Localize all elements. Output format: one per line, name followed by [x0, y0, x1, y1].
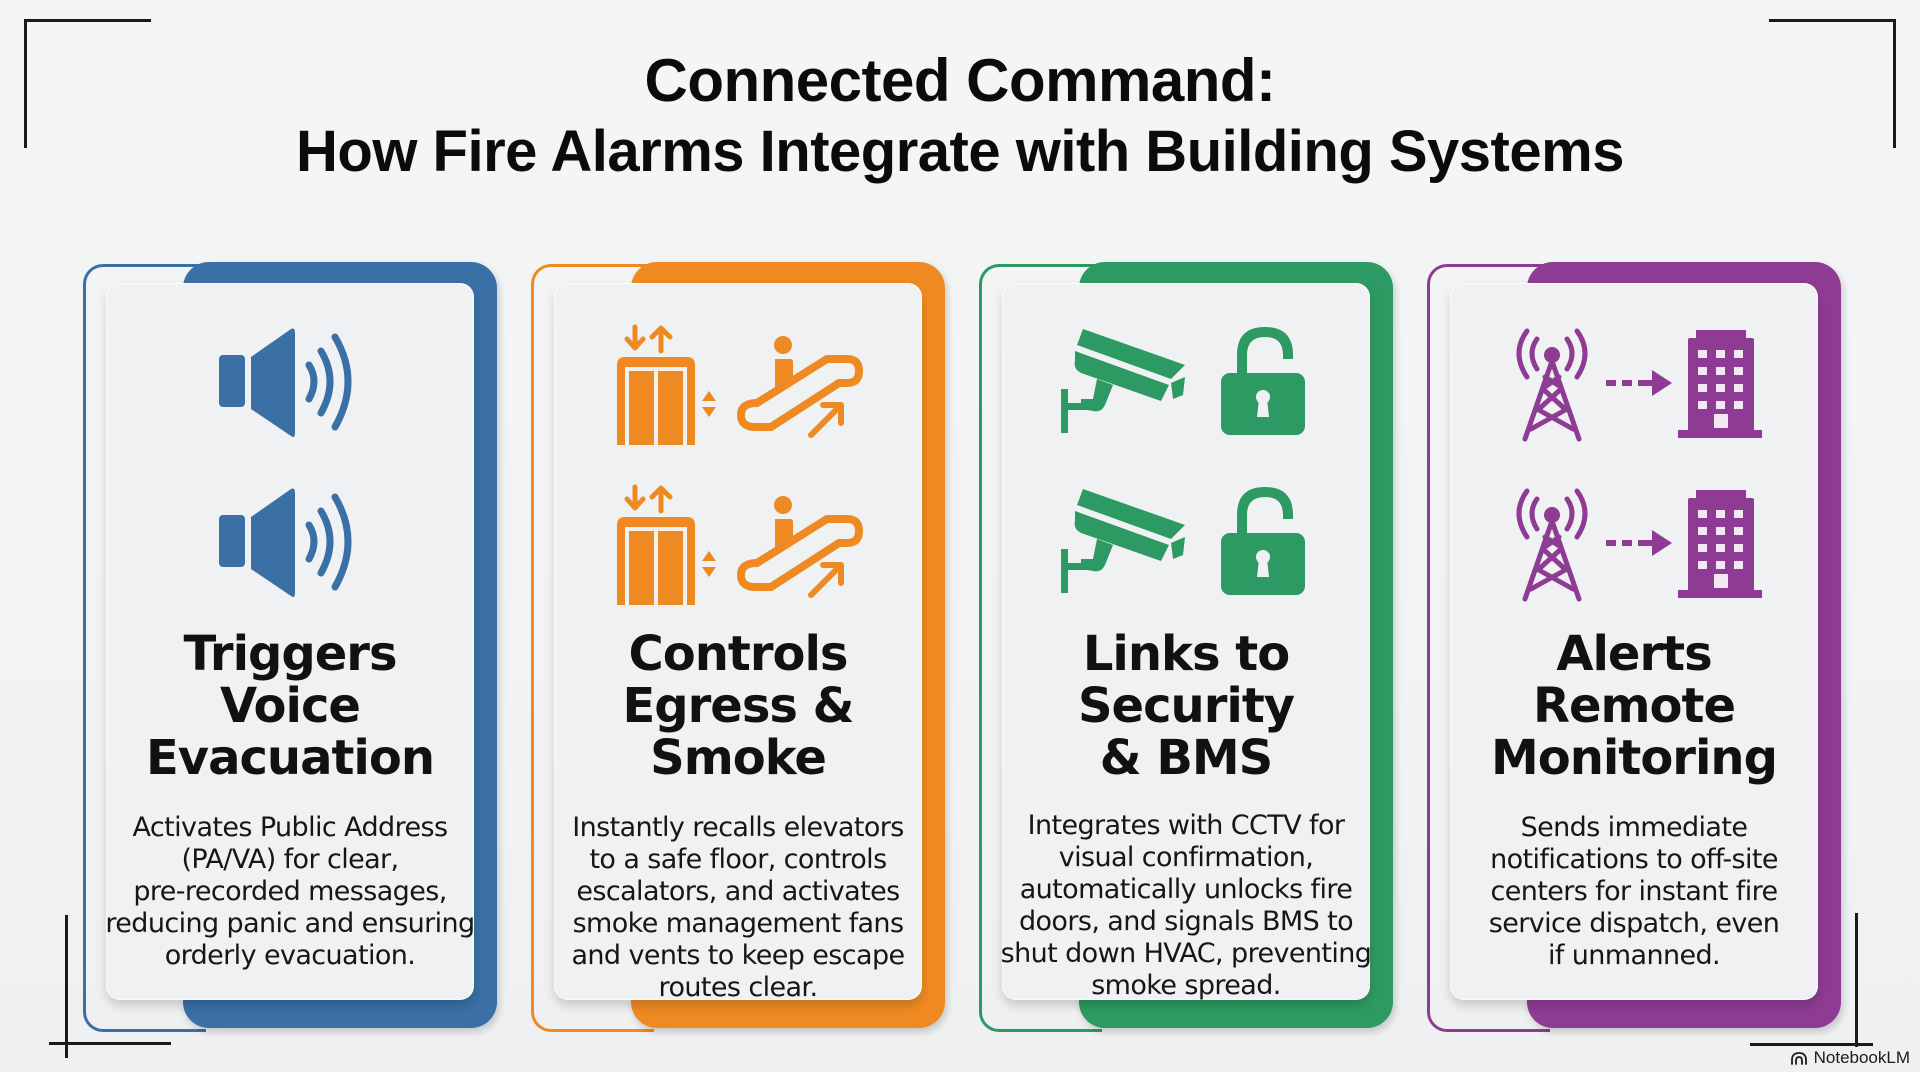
card-egress-smoke: Controls Egress & Smoke Instantly recall… — [531, 262, 951, 1032]
card-heading-line: Triggers — [183, 626, 397, 682]
card-heading-line: Egress & — [622, 678, 854, 734]
card-description-line: escalators, and activates — [576, 876, 900, 907]
card-description-line: automatically unlocks fire — [1019, 874, 1353, 905]
card-heading-line: Monitoring — [1491, 730, 1778, 786]
corner-bracket-top-left-v — [24, 19, 27, 148]
elevator-icon — [617, 324, 716, 445]
office-building-icon — [1678, 489, 1762, 598]
card-accent-frame — [531, 264, 654, 1032]
card-description-line: doors, and signals BMS to — [1018, 906, 1354, 937]
card-description-line: to a safe floor, controls — [589, 844, 887, 875]
icon-row — [554, 323, 922, 448]
card-description: Instantly recalls elevators to a safe fl… — [550, 812, 926, 1004]
card-description: Integrates with CCTV for visual confirma… — [998, 810, 1374, 1002]
icon-row — [106, 483, 474, 603]
corner-bracket-bottom-right-v — [1855, 913, 1858, 1047]
card-description-line: visual confirmation, — [1058, 842, 1314, 873]
radio-tower-icon — [1516, 488, 1588, 602]
card-description-line: shut down HVAC, preventing — [1000, 938, 1372, 969]
card-heading-line: Security — [1077, 678, 1295, 734]
icon-row — [1002, 483, 1370, 598]
notebooklm-logo-icon — [1790, 1052, 1807, 1065]
card-description: Sends immediate notifications to off-sit… — [1446, 812, 1822, 972]
card-description-line: and vents to keep escape — [571, 940, 905, 971]
card-description-line: if unmanned. — [1547, 940, 1721, 971]
card-description-line: centers for instant fire — [1490, 876, 1778, 907]
escalator-icon — [737, 335, 863, 438]
card-description-line: service dispatch, even — [1488, 908, 1780, 939]
icon-row — [1450, 323, 1818, 443]
card-description-line: pre-recorded messages, — [133, 876, 447, 907]
card-heading: Alerts Remote Monitoring — [1450, 628, 1818, 784]
card-accent-frame — [83, 264, 206, 1032]
cctv-camera-icon — [1061, 489, 1185, 593]
card-heading: Controls Egress & Smoke — [554, 628, 922, 784]
card-body: Links to Security & BMS Integrates with … — [1001, 283, 1372, 1001]
card-description-line: reducing panic and ensuring — [105, 908, 475, 939]
corner-bracket-top-right-h — [1769, 19, 1896, 22]
card-description-line: routes clear. — [658, 972, 819, 1003]
card-description-line: Sends immediate — [1520, 812, 1748, 843]
card-voice-evacuation: Triggers Voice Evacuation Activates Publ… — [83, 262, 503, 1032]
escalator-icon — [737, 495, 863, 598]
card-heading-line: Alerts — [1556, 626, 1712, 682]
notebooklm-branding: NotebookLM — [1790, 1048, 1910, 1068]
icon-row — [106, 323, 474, 443]
card-description-line: smoke spread. — [1091, 970, 1281, 1001]
icon-row — [1002, 323, 1370, 438]
office-building-icon — [1678, 329, 1762, 438]
card-heading-line: Remote — [1532, 678, 1736, 734]
card-body: Controls Egress & Smoke Instantly recall… — [554, 283, 922, 1003]
card-description-line: notifications to off-site — [1490, 844, 1778, 875]
card-description-line: smoke management fans — [572, 908, 904, 939]
card-description: Activates Public Address (PA/VA) for cle… — [102, 812, 478, 972]
card-heading-line: Evacuation — [145, 730, 435, 786]
card-accent-frame — [979, 264, 1102, 1032]
speaker-icon — [219, 488, 352, 597]
unlocked-padlock-icon — [1221, 487, 1305, 595]
card-heading-line: Links to — [1082, 626, 1290, 682]
corner-bracket-top-right-v — [1893, 19, 1896, 148]
unlocked-padlock-icon — [1221, 327, 1305, 435]
dashed-arrow-icon — [1606, 530, 1672, 556]
card-description-line: (PA/VA) for clear, — [181, 844, 399, 875]
dashed-arrow-icon — [1606, 370, 1672, 396]
card-heading-line: Smoke — [650, 730, 827, 786]
card-description-line: orderly evacuation. — [164, 940, 416, 971]
card-heading-line: & BMS — [1099, 730, 1274, 786]
elevator-icon — [617, 484, 716, 605]
brand-label: NotebookLM — [1813, 1048, 1910, 1067]
corner-bracket-bottom-left-v — [65, 915, 68, 1058]
card-remote-monitoring: Alerts Remote Monitoring Sends immediate… — [1427, 262, 1847, 1032]
speaker-icon — [219, 328, 352, 437]
card-description-line: Integrates with CCTV for — [1027, 810, 1345, 841]
corner-bracket-bottom-left-h — [49, 1042, 171, 1045]
page-title-line-1: Connected Command: — [644, 47, 1276, 114]
card-description-line: Instantly recalls elevators — [572, 812, 904, 843]
card-body: Alerts Remote Monitoring Sends immediate… — [1450, 283, 1818, 1000]
corner-bracket-bottom-right-h — [1750, 1043, 1873, 1046]
card-heading-line: Controls — [628, 626, 849, 682]
card-heading: Links to Security & BMS — [1002, 628, 1370, 784]
card-description-line: Activates Public Address — [132, 812, 449, 843]
card-accent-frame — [1427, 264, 1550, 1032]
card-heading-line: Voice — [220, 678, 361, 734]
icon-row — [554, 483, 922, 608]
cctv-camera-icon — [1061, 329, 1185, 433]
icon-row — [1450, 483, 1818, 603]
corner-bracket-top-left-h — [24, 19, 151, 22]
card-security-bms: Links to Security & BMS Integrates with … — [979, 262, 1399, 1032]
card-heading: Triggers Voice Evacuation — [106, 628, 474, 784]
page-title-line-2: How Fire Alarms Integrate with Building … — [296, 119, 1624, 184]
radio-tower-icon — [1516, 328, 1588, 442]
card-body: Triggers Voice Evacuation Activates Publ… — [105, 283, 475, 1000]
